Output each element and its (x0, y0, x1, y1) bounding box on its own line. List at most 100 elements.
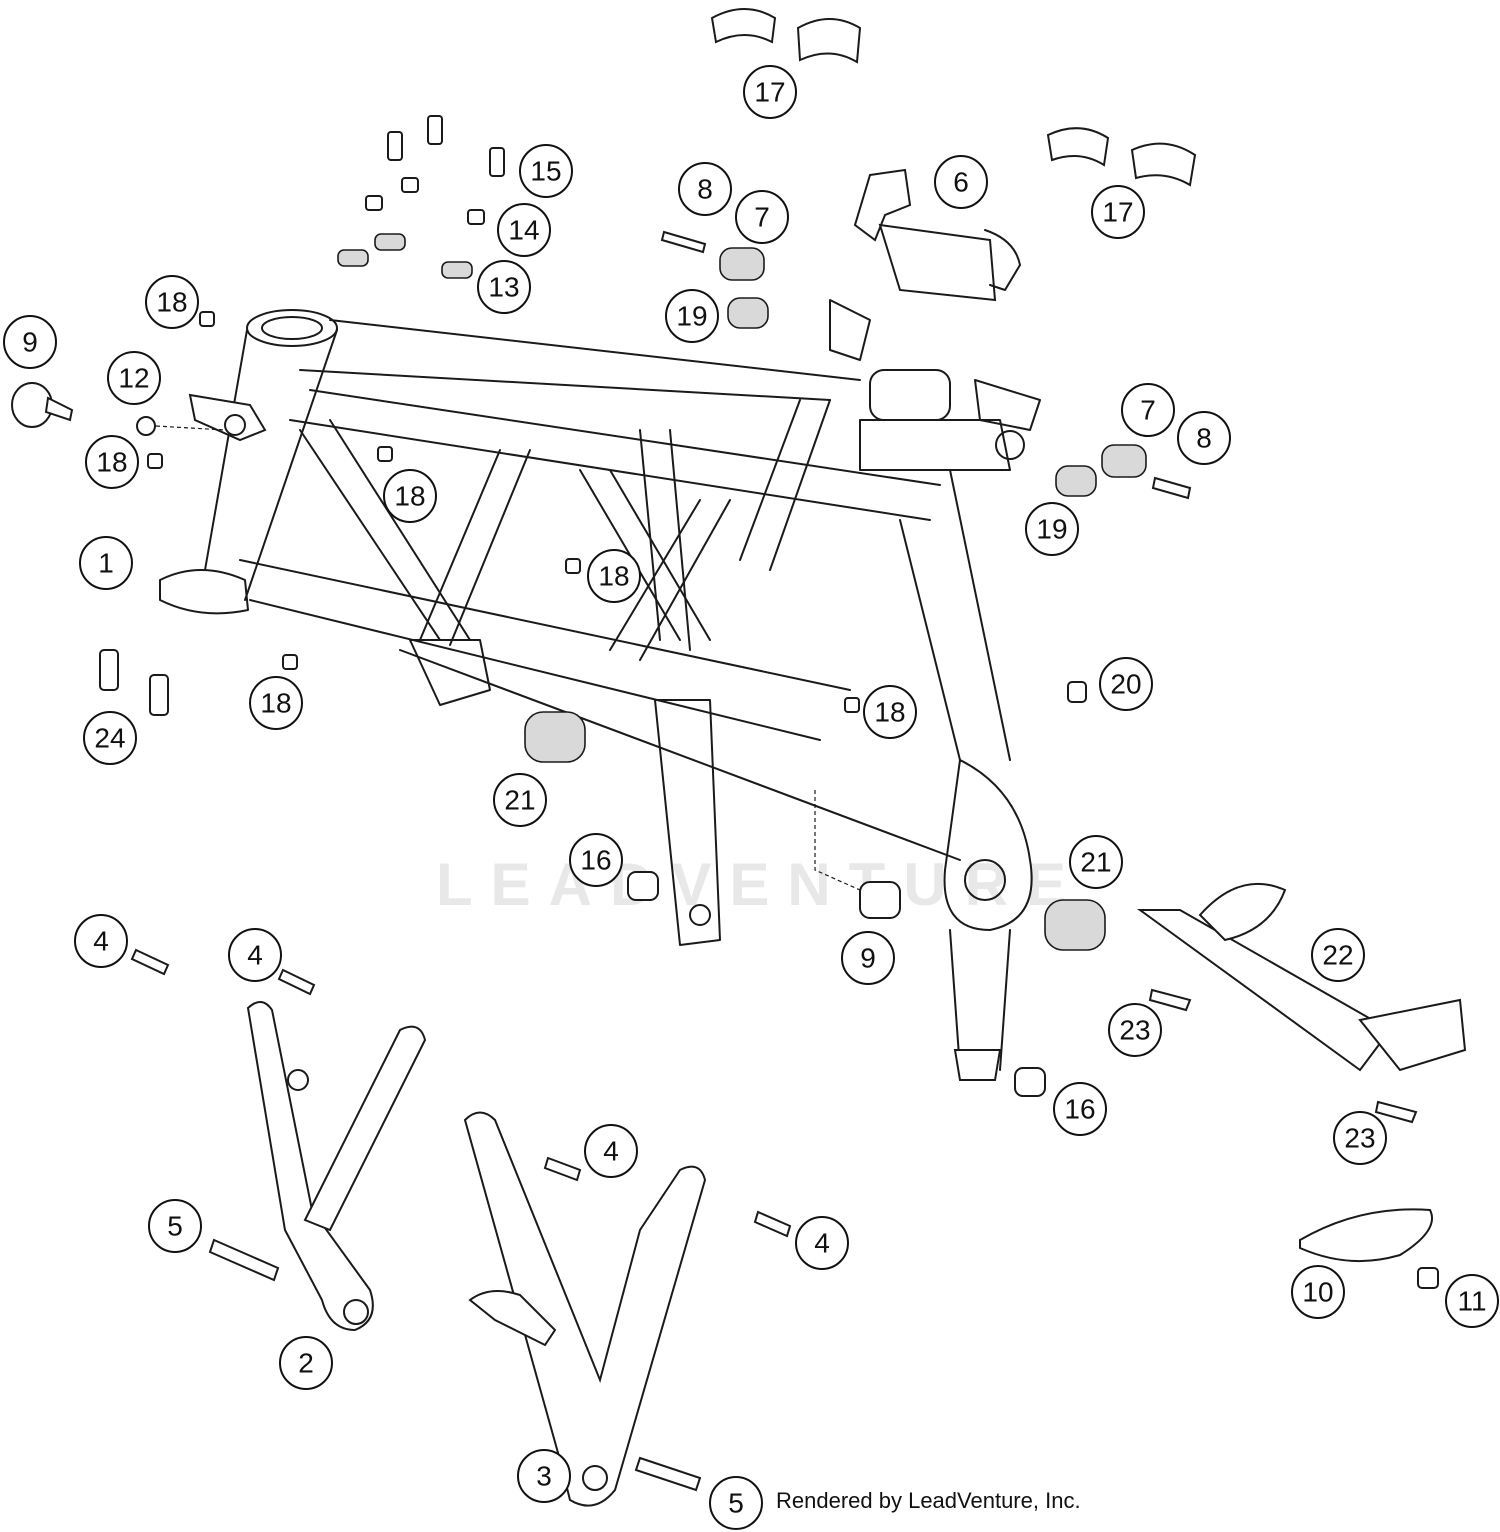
callout-label: 18 (260, 688, 291, 719)
callout: 4 (74, 914, 128, 968)
callout: 13 (477, 260, 531, 314)
callout-label: 21 (504, 785, 535, 816)
callout: 6 (934, 155, 988, 209)
callout: 11 (1445, 1274, 1499, 1328)
callout: 4 (228, 928, 282, 982)
callout-label: 17 (754, 77, 785, 108)
callout: 9 (3, 315, 57, 369)
main-frame (159, 299, 1041, 1081)
mount-parts-left (660, 230, 769, 329)
callout: 17 (743, 65, 797, 119)
callout-label: 19 (676, 301, 707, 332)
callout: 21 (1069, 835, 1123, 889)
callout-label: 5 (728, 1488, 744, 1519)
mount-parts-right (1055, 444, 1192, 500)
callout-label: 19 (1036, 514, 1067, 545)
callout-label: 18 (874, 697, 905, 728)
callout-label: 22 (1322, 940, 1353, 971)
callout: 17 (1091, 185, 1145, 239)
callout: 19 (1025, 502, 1079, 556)
callout: 5 (709, 1476, 763, 1530)
callout: 22 (1311, 928, 1365, 982)
clip-part-20 (1067, 681, 1087, 703)
callout: 18 (587, 549, 641, 603)
callout: 23 (1333, 1111, 1387, 1165)
callout-label: 18 (96, 447, 127, 478)
callout: 4 (795, 1216, 849, 1270)
screw-part-4 (130, 948, 792, 1238)
grommet-part-13 (337, 233, 473, 279)
spacer-part-16 (627, 871, 1046, 1097)
knob-part-9b (814, 790, 901, 919)
clip-part-18 (147, 311, 860, 713)
callout-label: 7 (754, 202, 770, 233)
callout: 2 (279, 1336, 333, 1390)
callout-label: 4 (814, 1228, 830, 1259)
callout-label: 7 (1140, 395, 1156, 426)
callout: 23 (1108, 1003, 1162, 1057)
callout-label: 18 (394, 481, 425, 512)
callout-label: 6 (953, 167, 969, 198)
callout-label: 18 (156, 287, 187, 318)
callout-label: 23 (1344, 1123, 1375, 1154)
callout: 24 (83, 711, 137, 765)
callout-label: 14 (508, 215, 539, 246)
bolt-part-24 (99, 649, 169, 716)
callout: 20 (1099, 657, 1153, 711)
knob-part-9a (11, 382, 74, 428)
guard-part-10 (1299, 1208, 1433, 1263)
callout-label: 13 (488, 272, 519, 303)
callout: 1 (79, 536, 133, 590)
clip-part-17b (1046, 127, 1197, 187)
callout-label: 16 (1064, 1094, 1095, 1125)
crossmember-part-22 (1136, 882, 1467, 1072)
callout-label: 15 (530, 156, 561, 187)
callout: 18 (85, 435, 139, 489)
rubber-mount-part-21 (524, 711, 1106, 951)
callout: 3 (517, 1449, 571, 1503)
callout-label: 5 (167, 1211, 183, 1242)
callout-label: 17 (1102, 197, 1133, 228)
callout: 5 (148, 1199, 202, 1253)
o-ring-part-12 (136, 416, 156, 436)
footpeg-bracket-part-2 (246, 1001, 427, 1332)
callout-label: 4 (93, 926, 109, 957)
pin-part-5 (208, 1238, 702, 1492)
callout-label: 4 (603, 1136, 619, 1167)
clip-part-17a (710, 8, 862, 64)
callout: 12 (107, 351, 161, 405)
callout: 7 (735, 190, 789, 244)
callout-label: 24 (94, 723, 125, 754)
callout: 8 (1177, 411, 1231, 465)
callout: 21 (493, 773, 547, 827)
callout: 7 (1121, 383, 1175, 437)
callout-label: 9 (22, 327, 38, 358)
callout-label: 1 (98, 548, 114, 579)
watermark-text: LEADVENTURE (436, 851, 1084, 918)
callout-label: 10 (1302, 1277, 1333, 1308)
callout: 18 (145, 275, 199, 329)
callout-label: 9 (860, 943, 876, 974)
callout: 14 (497, 203, 551, 257)
callout: 10 (1291, 1265, 1345, 1319)
callout: 4 (584, 1124, 638, 1178)
footpeg-bracket-part-3 (463, 1111, 707, 1507)
bolt-part-23 (1148, 988, 1418, 1124)
callout-label: 12 (118, 363, 149, 394)
callout-label: 21 (1080, 847, 1111, 878)
callout-label: 11 (1457, 1286, 1486, 1317)
callout-label: 3 (536, 1461, 552, 1492)
washer-part-14 (365, 177, 485, 225)
callout-label: 23 (1119, 1015, 1150, 1046)
callout-label: 2 (298, 1348, 314, 1379)
callout: 15 (519, 144, 573, 198)
callout: 16 (569, 833, 623, 887)
callout-label: 18 (598, 561, 629, 592)
callout: 8 (678, 162, 732, 216)
callout: 19 (665, 289, 719, 343)
callout: 16 (1053, 1082, 1107, 1136)
nut-part-11 (1417, 1267, 1439, 1289)
callout: 18 (249, 676, 303, 730)
callout-label: 16 (580, 845, 611, 876)
